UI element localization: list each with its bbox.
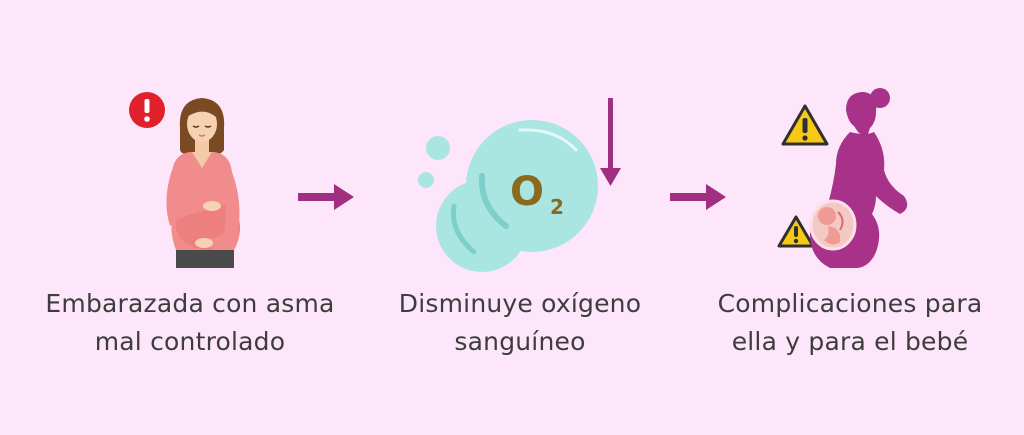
pregnant-woman-icon bbox=[166, 98, 240, 268]
step-low-oxygen: O 2 Disminuye oxígeno sanguíneo bbox=[370, 0, 670, 435]
step-2-label: Disminuye oxígeno sanguíneo bbox=[370, 285, 670, 361]
warning-triangle-icon bbox=[777, 215, 815, 248]
alert-circle-icon bbox=[129, 92, 165, 128]
arrow-right-icon bbox=[298, 184, 354, 210]
fetus-icon bbox=[809, 199, 857, 251]
step-1-label-line-2: mal controlado bbox=[94, 327, 286, 356]
warning-triangle-icon bbox=[781, 104, 829, 146]
step-1-label-line-1: Embarazada con asma bbox=[45, 289, 335, 318]
step-2-label-line-1: Disminuye oxígeno bbox=[398, 289, 642, 318]
complications-illustration bbox=[777, 88, 908, 268]
oxygen-symbol: O bbox=[510, 169, 544, 215]
oxygen-illustration: O 2 bbox=[418, 98, 621, 272]
step-3-label-line-1: Complicaciones para bbox=[717, 289, 983, 318]
step-complications: Complicaciones para ella y para el bebé bbox=[690, 0, 1010, 435]
step-3-label-line-2: ella y para el bebé bbox=[731, 327, 969, 356]
step-3-label: Complicaciones para ella y para el bebé bbox=[690, 285, 1010, 361]
oxygen-subscript: 2 bbox=[550, 195, 564, 219]
arrow-right-icon bbox=[670, 184, 726, 210]
step-pregnant-asthma: Embarazada con asma mal controlado bbox=[20, 0, 360, 435]
step-1-label: Embarazada con asma mal controlado bbox=[20, 285, 360, 361]
step-2-label-line-2: sanguíneo bbox=[454, 327, 586, 356]
oxygen-bubble-icon bbox=[418, 120, 598, 272]
down-arrow-icon bbox=[600, 98, 621, 186]
pregnant-woman-illustration bbox=[129, 92, 240, 268]
